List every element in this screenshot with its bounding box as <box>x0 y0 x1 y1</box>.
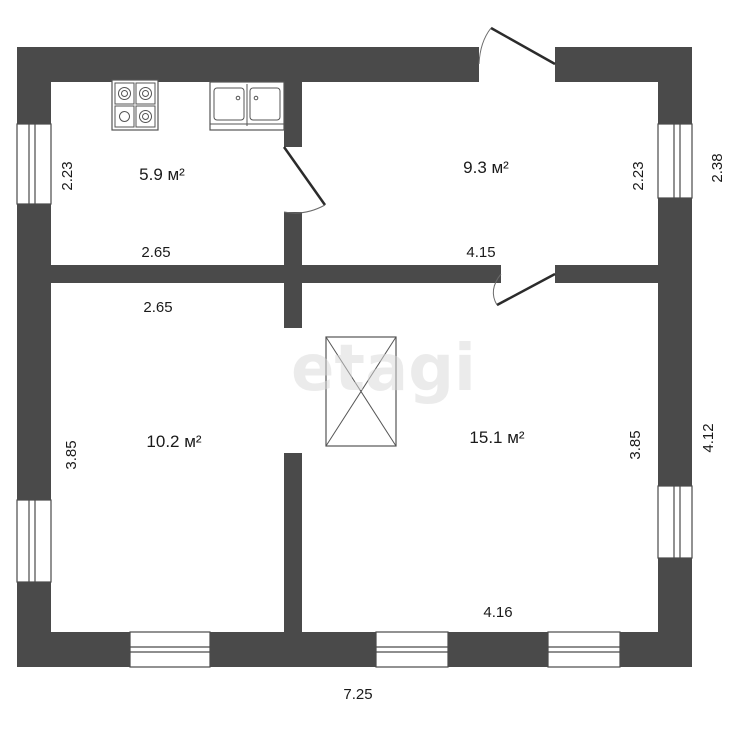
room-top-right-height-dimension: 2.23 <box>630 161 647 190</box>
window-left-top <box>16 123 52 205</box>
outer-wall-top-left <box>17 47 479 82</box>
stove-icon <box>111 79 159 131</box>
partition-horizontal-left <box>51 265 501 283</box>
partition-vertical-top <box>284 82 302 147</box>
watermark: etagi <box>291 332 476 406</box>
right-upper-height-dimension: 2.38 <box>709 153 726 182</box>
window-bottom-right <box>547 631 621 668</box>
partition-horizontal-right <box>555 265 658 283</box>
window-right-bottom <box>657 485 693 559</box>
room-bottom-right-area-label: 15.1 м² <box>469 428 524 447</box>
entrance-door <box>478 26 556 66</box>
kitchen-height-dimension: 2.23 <box>59 161 76 190</box>
window-right-top <box>657 123 693 199</box>
kitchen-width-dimension: 2.65 <box>141 244 170 261</box>
interior-walls <box>51 82 658 632</box>
room-bottom-left-area-label: 10.2 м² <box>146 432 201 451</box>
right-lower-height-dimension: 4.12 <box>700 423 717 452</box>
total-width-dimension: 7.25 <box>343 686 372 703</box>
kitchen-door <box>282 146 327 214</box>
room-bottom-right-height-dimension: 3.85 <box>627 430 644 459</box>
room-bottom-right-width-dimension: 4.16 <box>483 604 512 621</box>
room-bottom-left-width-dimension: 2.65 <box>143 299 172 316</box>
stair-hatch-icon <box>325 336 397 447</box>
window-bottom-center <box>375 631 449 668</box>
room-bottom-left-height-dimension: 3.85 <box>63 440 80 469</box>
room-door <box>492 272 556 307</box>
windows <box>16 123 693 668</box>
window-left-bottom <box>16 499 52 583</box>
kitchen-area-label: 5.9 м² <box>139 165 185 184</box>
room-top-right-area-label: 9.3 м² <box>463 158 509 177</box>
room-top-right-width-dimension: 4.15 <box>466 244 495 261</box>
partition-vertical-bottom <box>284 453 302 632</box>
double-sink-icon <box>209 81 285 131</box>
window-bottom-left <box>129 631 211 668</box>
partition-vertical-mid <box>284 212 302 328</box>
doors <box>282 26 556 307</box>
